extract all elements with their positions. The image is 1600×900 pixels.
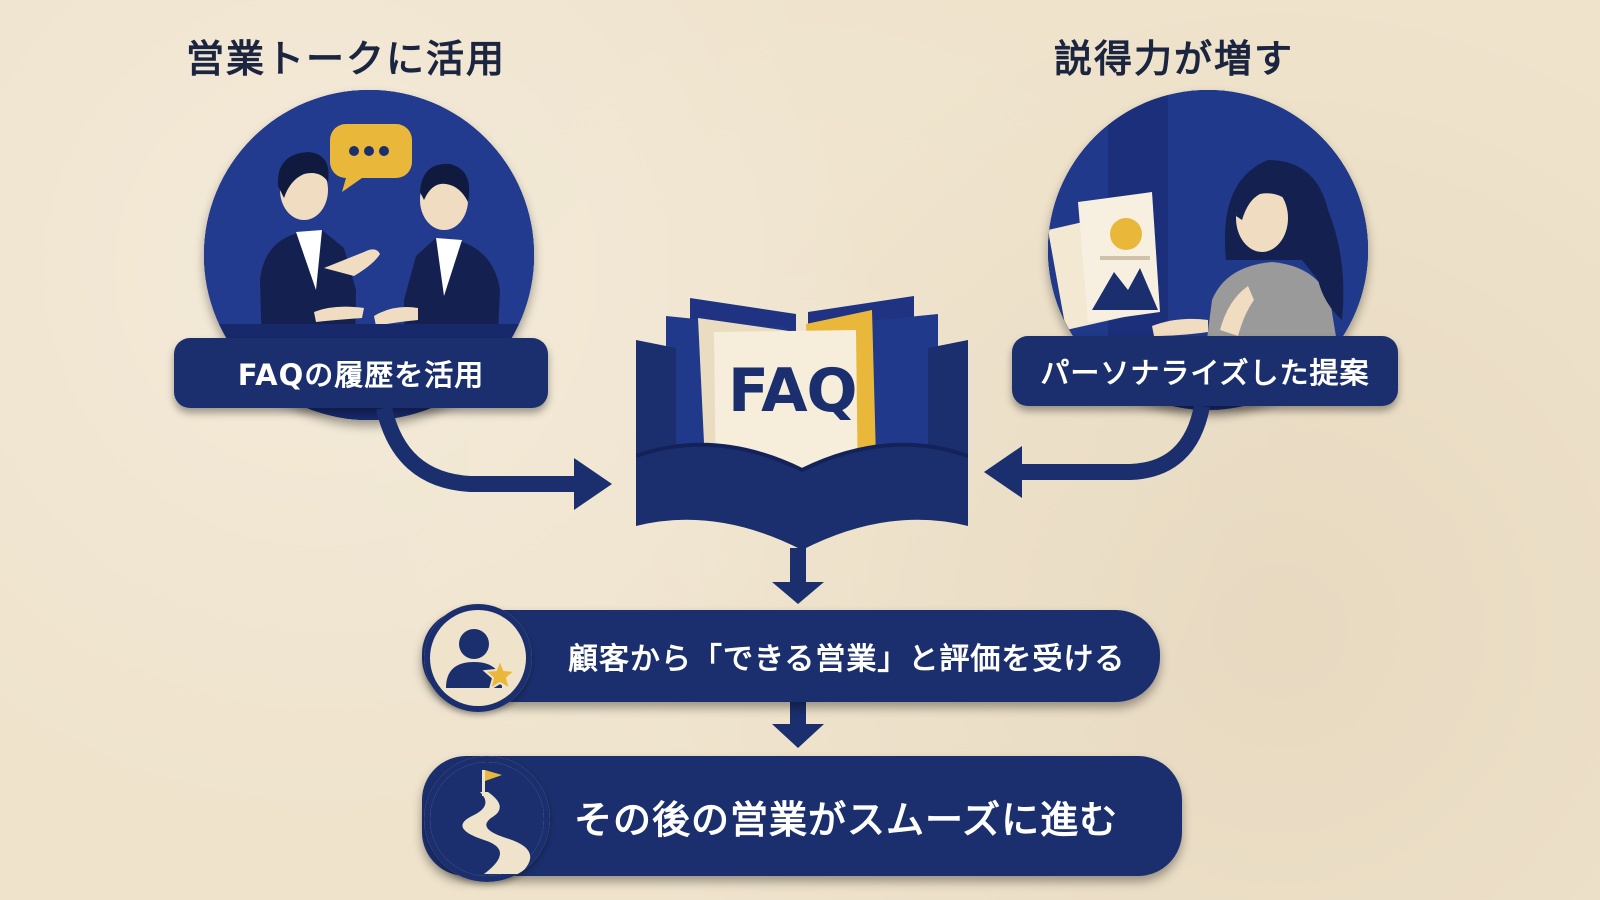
customer-star-icon [424, 604, 532, 712]
faq-book-title: FAQ [728, 356, 858, 426]
personalized-proposal-label: パーソナライズした提案 [1012, 336, 1398, 406]
document-icon [1048, 192, 1160, 330]
heading-persuasion: 説得力が増す [1054, 37, 1295, 81]
result-customer-evaluation-text: 顧客から「できる営業」と評価を受ける [568, 642, 1126, 677]
down-arrow-2 [772, 700, 824, 748]
right-curved-arrow [984, 404, 1210, 498]
result-smooth-sales-text: その後の営業がスムーズに進む [574, 797, 1119, 842]
speech-bubble-icon [330, 124, 412, 192]
faq-history-label: FAQの履歴を活用 [174, 338, 548, 408]
faq-history-text: FAQの履歴を活用 [237, 358, 485, 392]
winding-path-flag-icon [424, 756, 550, 882]
heading-sales-talk: 営業トークに活用 [186, 37, 507, 81]
faq-book-illustration: FAQ [636, 288, 968, 568]
personalized-proposal-text: パーソナライズした提案 [1040, 356, 1370, 390]
down-arrow-1 [772, 548, 824, 604]
left-curved-arrow [376, 406, 612, 510]
result-customer-evaluation: 顧客から「できる営業」と評価を受ける [422, 610, 1160, 702]
